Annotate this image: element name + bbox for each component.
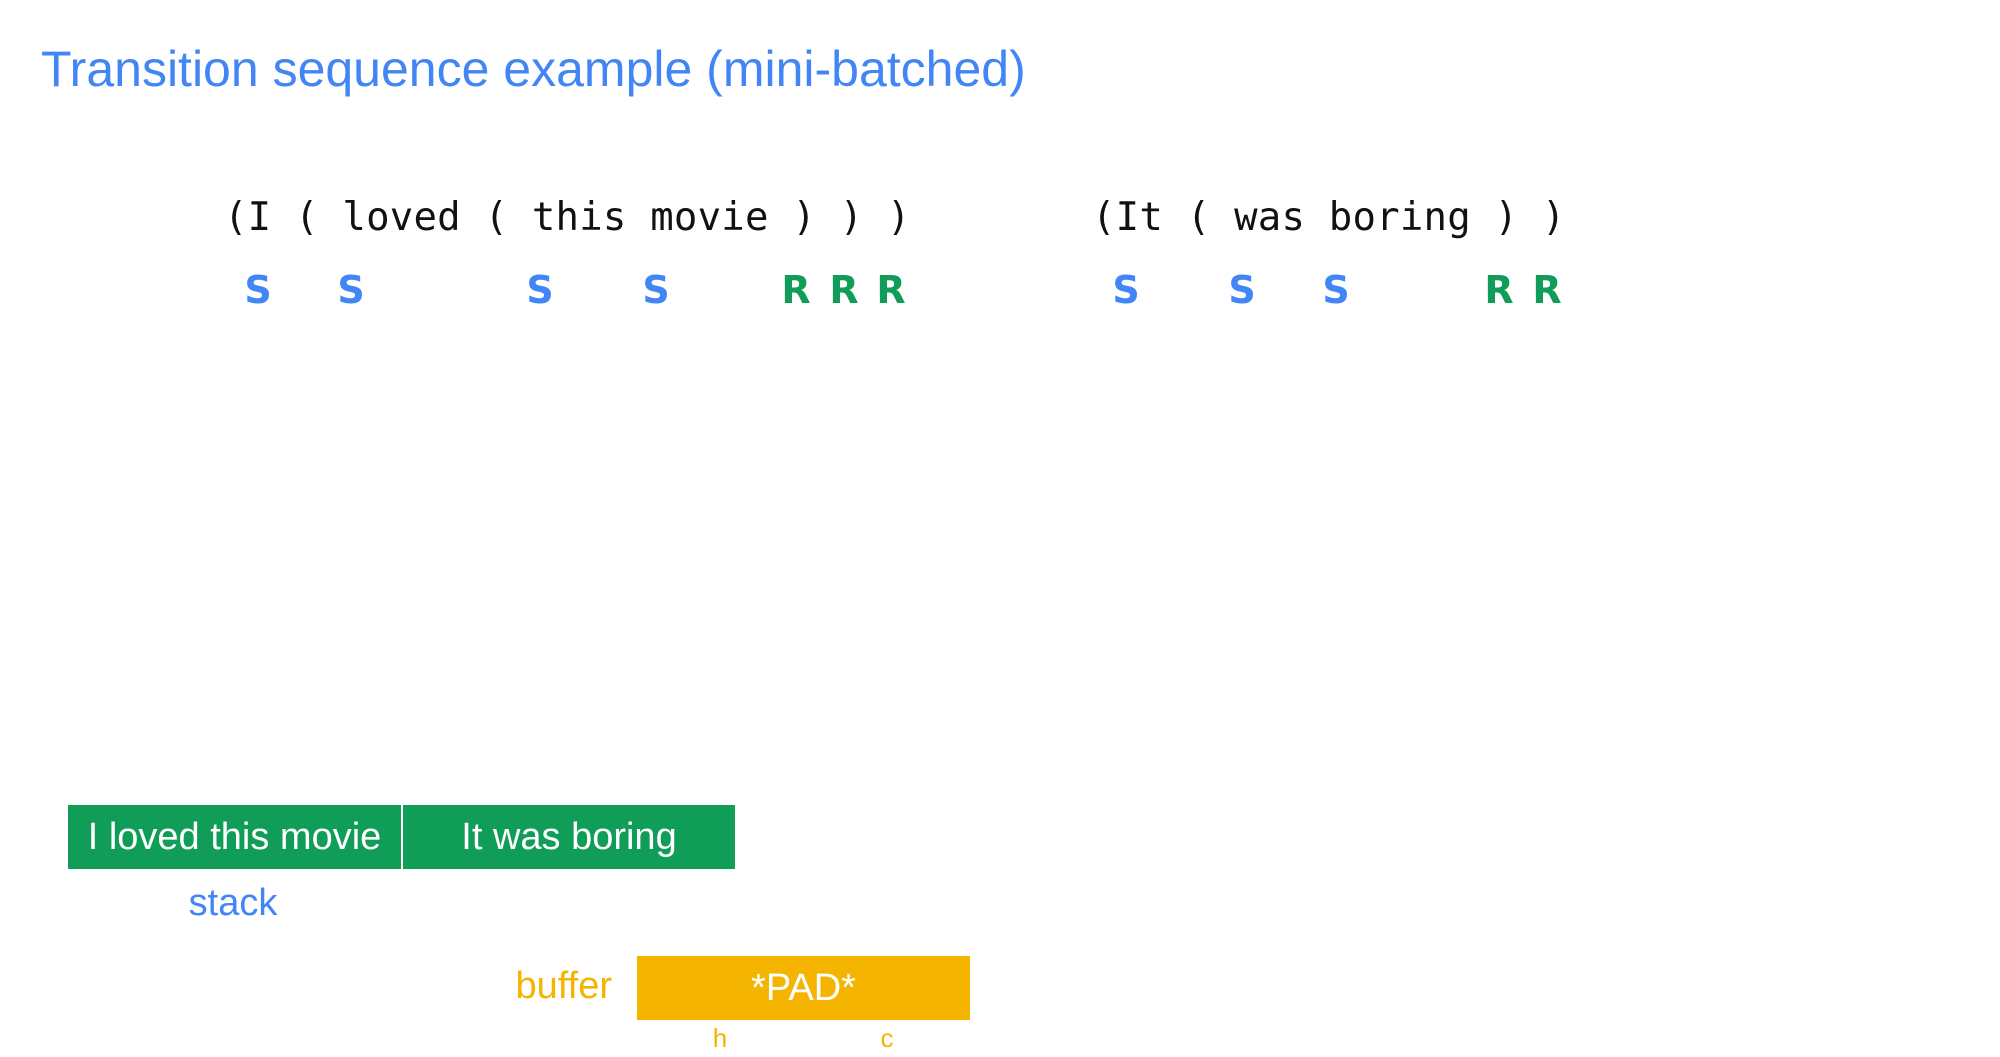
reduce-op-label: R (876, 268, 906, 312)
shift-op-label: S (526, 268, 554, 312)
h-label: h (712, 1023, 728, 1053)
shift-op-label: S (1322, 268, 1350, 312)
tree-sentence-1: (I ( loved ( this movie ) ) ) (224, 195, 911, 240)
buffer-item-pad: *PAD* (637, 956, 970, 1020)
buffer-label: buffer (515, 965, 612, 1007)
shift-op-label: S (642, 268, 670, 312)
stack-item-1: I loved this movie (68, 805, 401, 869)
shift-op-label: S (244, 268, 272, 312)
reduce-op-label: R (1532, 268, 1562, 312)
shift-op-label: S (1228, 268, 1256, 312)
reduce-op-label: R (829, 268, 859, 312)
stack-label: stack (188, 882, 278, 924)
reduce-op-label: R (1484, 268, 1514, 312)
stack-item-2: It was boring (403, 805, 735, 869)
shift-op-label: S (337, 268, 365, 312)
shift-op-label: S (1112, 268, 1140, 312)
diagram-title: Transition sequence example (mini-batche… (41, 41, 1026, 97)
tree-sentence-2: (It ( was boring ) ) (1092, 195, 1566, 240)
c-label: c (880, 1023, 894, 1053)
reduce-op-label: R (781, 268, 811, 312)
